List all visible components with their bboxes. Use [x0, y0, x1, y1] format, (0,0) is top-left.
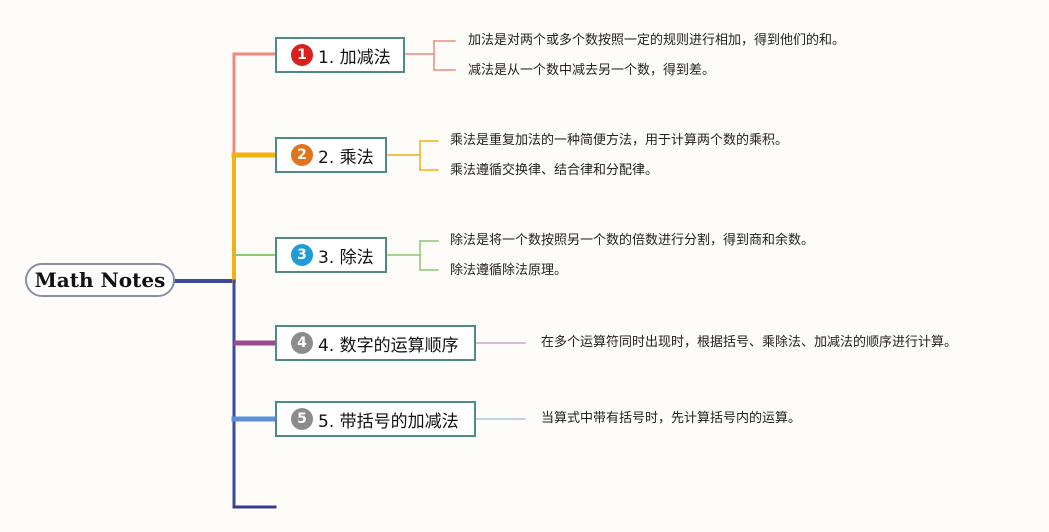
- number-badge-icon: 1: [291, 44, 313, 66]
- note-parentheses: 当算式中带有括号时，先计算括号内的运算。: [541, 411, 802, 426]
- note-multiplication-laws: 乘法遵循交换律、结合律和分配律。: [450, 163, 659, 178]
- topic-label: 4. 数字的运算顺序: [318, 335, 459, 356]
- topic-label: 2. 乘法: [318, 147, 374, 168]
- number-badge-icon: 4: [291, 332, 313, 354]
- note-subtraction: 减法是从一个数中减去另一个数，得到差。: [468, 63, 716, 78]
- number-badge-icon: 2: [291, 144, 313, 166]
- topic-label: 3. 除法: [318, 247, 374, 268]
- number-badge-icon: 5: [291, 408, 313, 430]
- note-division-definition: 除法是将一个数按照另一个数的倍数进行分割，得到商和余数。: [450, 233, 815, 248]
- number-badge-icon: 3: [291, 244, 313, 266]
- topic-label: 1. 加减法: [318, 47, 391, 68]
- topic-label: 5. 带括号的加减法: [318, 411, 459, 432]
- note-addition: 加法是对两个或多个数按照一定的规则进行相加，得到他们的和。: [468, 33, 846, 48]
- topic-node-addition-subtraction[interactable]: 1 1. 加减法: [275, 37, 405, 73]
- topic-node-parentheses[interactable]: 5 5. 带括号的加减法: [275, 401, 476, 437]
- root-label: Math Notes: [34, 268, 166, 292]
- note-multiplication-definition: 乘法是重复加法的一种简便方法，用于计算两个数的乘积。: [450, 133, 789, 148]
- topic-node-order-of-operations[interactable]: 4 4. 数字的运算顺序: [275, 325, 476, 361]
- note-division-principle: 除法遵循除法原理。: [450, 263, 568, 278]
- topic-node-multiplication[interactable]: 2 2. 乘法: [275, 137, 387, 173]
- topic-node-division[interactable]: 3 3. 除法: [275, 237, 387, 273]
- note-order-of-operations: 在多个运算符同时出现时，根据括号、乘除法、加减法的顺序进行计算。: [541, 335, 958, 350]
- root-node[interactable]: Math Notes: [25, 263, 175, 297]
